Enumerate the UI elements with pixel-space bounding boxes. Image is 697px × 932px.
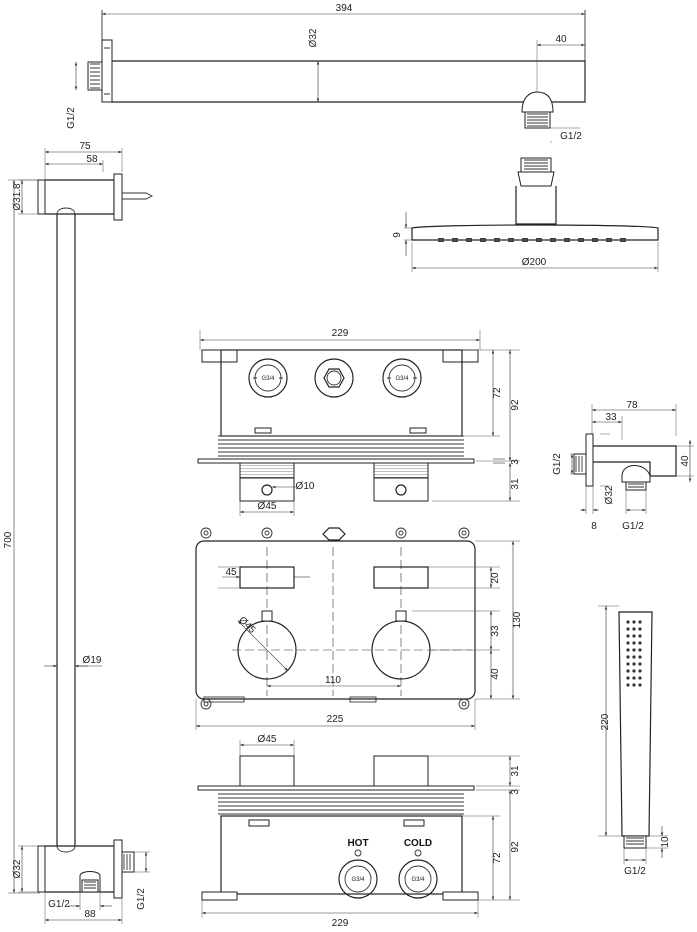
box-bot-72-label: 72: [492, 852, 503, 864]
hand-10-label: 10: [660, 836, 671, 848]
rail-height-label: 700: [3, 531, 14, 548]
plate-130-label: 130: [512, 611, 523, 628]
plate-110-label: 110: [325, 675, 341, 686]
valve-body-top-view: 229 G3/4 G3/4 Ø10 Ø45 72 92 3 31: [197, 328, 521, 516]
box-top-dia45-label: Ø45: [258, 501, 277, 512]
shower-head-drawing: 9 Ø200: [392, 157, 659, 272]
rail-tube-dia-label: Ø19: [83, 655, 102, 666]
hot-label: HOT: [347, 838, 368, 849]
plate-225-label: 225: [327, 714, 344, 725]
elbow-33-label: 33: [605, 412, 617, 423]
head-thickness-label: 9: [392, 232, 403, 238]
shower-arm-drawing: 394 G1/2 Ø32 40 G1/2: [66, 3, 586, 143]
rail-bottom-88-label: 88: [84, 909, 96, 920]
elbow-78-label: 78: [626, 400, 638, 411]
head-nozzles: [438, 238, 626, 242]
box-top-92-label: 92: [510, 399, 521, 411]
elbow-dia32-label: Ø32: [604, 485, 615, 504]
cover-plate-front-view: 45 Ø45 110 225 20 33 40 130: [195, 527, 523, 730]
box-bot-229-label: 229: [332, 918, 349, 929]
elbow-8-label: 8: [591, 521, 597, 532]
box-top-31-label: 31: [510, 478, 521, 490]
arm-out-thread-label: G1/2: [560, 131, 582, 142]
box-bot-3-label: 3: [510, 789, 521, 795]
box-top-port-left-label: G3/4: [261, 376, 275, 382]
rail-top-75-label: 75: [79, 141, 91, 152]
valve-body-bottom-view: Ø45 HOT COLD G3/4 G3/4 229 31 3 72 92: [197, 734, 521, 929]
box-bot-port-hot-label: G3/4: [351, 877, 365, 883]
hand-thread-label: G1/2: [624, 866, 646, 877]
plate-40-label: 40: [490, 668, 501, 680]
head-diameter-label: Ø200: [522, 257, 547, 268]
hand-220-label: 220: [600, 713, 611, 730]
elbow-40-label: 40: [680, 455, 691, 467]
cold-label: COLD: [404, 838, 432, 849]
plate-45-label: 45: [225, 567, 237, 578]
box-top-dia10-label: Ø10: [296, 481, 315, 492]
plate-20-label: 20: [490, 572, 501, 584]
box-bot-port-cold-label: G3/4: [411, 877, 425, 883]
box-bot-31-label: 31: [510, 765, 521, 777]
rail-top-58-label: 58: [86, 154, 98, 165]
box-top-72-label: 72: [492, 387, 503, 399]
rail-top-dia-label: Ø31.8: [12, 183, 23, 211]
rail-bottom-dia-label: Ø32: [12, 859, 23, 878]
box-top-width-label: 229: [332, 328, 349, 339]
rail-bottom-right-thread-label: G1/2: [136, 888, 147, 910]
box-bot-92-label: 92: [510, 841, 521, 853]
hand-shower-nozzles: [626, 620, 642, 687]
arm-length-label: 394: [336, 3, 353, 14]
rail-bottom-left-thread-label: G1/2: [48, 899, 70, 910]
plate-33-label: 33: [490, 625, 501, 637]
wall-outlet-elbow-drawing: 78 33 G1/2 40 Ø32 8 G1/2: [552, 400, 694, 532]
box-bot-dia45-label: Ø45: [258, 734, 277, 745]
hand-shower-drawing: 220 10 G1/2: [598, 605, 671, 877]
arm-wall-thread-label: G1/2: [66, 107, 77, 129]
plate-dia45-label: Ø45: [236, 615, 257, 636]
arm-end-label: 40: [555, 34, 567, 45]
elbow-left-thread-label: G1/2: [552, 453, 563, 475]
box-top-3-label: 3: [510, 459, 521, 465]
box-top-port-right-label: G3/4: [395, 376, 409, 382]
elbow-bottom-thread-label: G1/2: [622, 521, 644, 532]
arm-diameter-label: Ø32: [308, 28, 319, 47]
slide-rail-drawing: 75 58 Ø31.8 700 Ø19 Ø32 G1/2 G1/2 88: [3, 141, 154, 924]
